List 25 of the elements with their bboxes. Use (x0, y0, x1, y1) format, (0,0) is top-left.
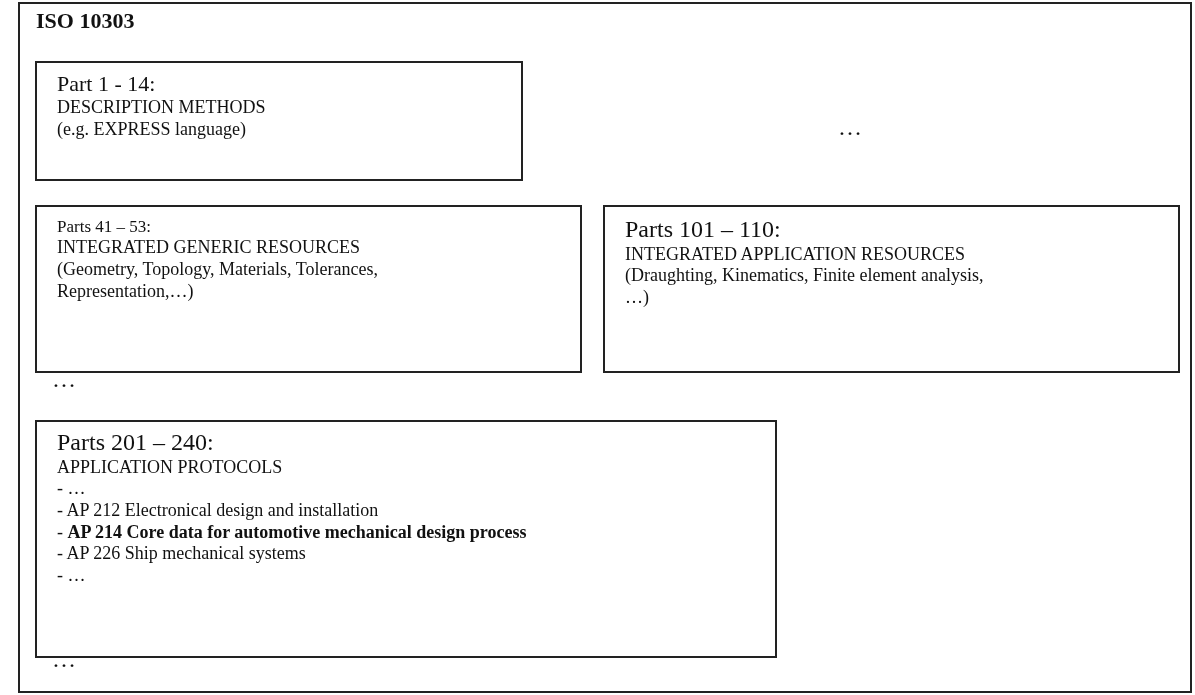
outer-frame (18, 2, 1192, 693)
part-heading: Parts 101 – 110: (625, 215, 782, 244)
part-description: INTEGRATED APPLICATION RESOURCES (625, 243, 967, 266)
ellipsis-text: … (52, 366, 76, 393)
part-heading: Parts 41 – 53: (57, 217, 152, 238)
ellipsis-text: … (52, 646, 76, 673)
list-item: - AP 214 Core data for automotive mechanical design process (57, 521, 528, 544)
part-description: (e.g. EXPRESS language) (57, 119, 247, 141)
part-description: (Draughting, Kinematics, Finite element analysis, …) (625, 265, 985, 309)
part-heading: Parts 201 – 240: (57, 428, 215, 457)
frame-title: ISO 10303 (36, 8, 136, 35)
list-item: - AP 212 Electronical design and installation (57, 500, 380, 522)
part-description: (Geometry, Topology, Materials, Tolerances, Representation,…) (57, 259, 379, 303)
list-item: - … (57, 478, 87, 500)
part-description: DESCRIPTION METHODS (57, 97, 267, 119)
part-box (603, 205, 1180, 373)
part-box (35, 205, 582, 373)
ellipsis-text: … (838, 114, 862, 141)
part-heading: Part 1 - 14: (57, 71, 157, 98)
list-item: - … (57, 564, 87, 587)
part-box (35, 420, 777, 658)
list-item: - AP 226 Ship mechanical systems (57, 543, 307, 565)
part-box (35, 61, 523, 181)
part-description: APPLICATION PROTOCOLS (57, 456, 284, 479)
part-description: INTEGRATED GENERIC RESOURCES (57, 237, 361, 259)
